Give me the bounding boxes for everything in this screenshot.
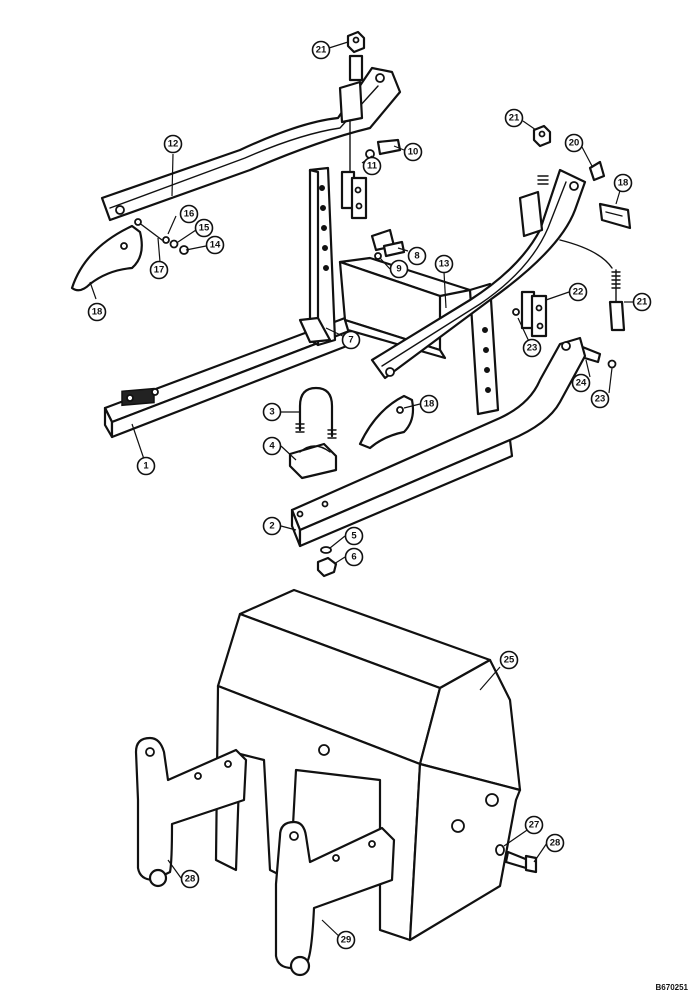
- svg-text:3: 3: [269, 407, 274, 418]
- callout-1: 1: [136, 456, 156, 476]
- svg-text:6: 6: [351, 552, 356, 563]
- callout-3: 3: [262, 402, 282, 422]
- callout-11: 11: [362, 156, 382, 176]
- cross-frame: [338, 256, 500, 416]
- callout-18-left: 18: [87, 302, 107, 322]
- link-bracket: [512, 290, 548, 338]
- threaded-rod-right: [559, 239, 626, 332]
- svg-text:21: 21: [316, 45, 327, 56]
- upper-left-arm: [100, 66, 402, 222]
- callout-25: 25: [499, 650, 519, 670]
- svg-text:18: 18: [618, 178, 629, 189]
- pin-and-washers-left: [134, 218, 189, 255]
- svg-text:28: 28: [185, 874, 196, 885]
- callout-6: 6: [344, 547, 364, 567]
- callout-7: 7: [341, 330, 361, 350]
- svg-text:18: 18: [92, 307, 103, 318]
- svg-text:14: 14: [210, 240, 221, 251]
- svg-text:18: 18: [424, 399, 435, 410]
- callout-2: 2: [262, 516, 282, 536]
- callout-8: 8: [407, 246, 427, 266]
- left-counterweight-bracket: [134, 736, 248, 888]
- left-vertical-post: [298, 166, 337, 347]
- svg-text:29: 29: [341, 935, 352, 946]
- callout-21: 21: [311, 40, 331, 60]
- callout-23-center: 23: [522, 338, 542, 358]
- svg-text:1: 1: [143, 461, 149, 472]
- svg-text:21: 21: [509, 113, 520, 124]
- callout-12: 12: [163, 134, 183, 154]
- svg-text:25: 25: [504, 655, 515, 666]
- callout-5: 5: [344, 526, 364, 546]
- left-hook-plate: [70, 224, 143, 292]
- callout-29: 29: [336, 930, 356, 950]
- callout-16: 16: [179, 204, 199, 224]
- svg-text:23: 23: [527, 343, 538, 354]
- callout-24: 24: [571, 373, 591, 393]
- svg-text:13: 13: [439, 259, 450, 270]
- callout-14: 14: [205, 235, 225, 255]
- counterweight-block: [214, 588, 522, 942]
- callout-17: 17: [149, 260, 169, 280]
- u-bolt: [295, 386, 337, 439]
- washer-nut: [316, 546, 338, 578]
- svg-text:7: 7: [348, 335, 353, 346]
- callout-20: 20: [564, 133, 584, 153]
- counterweight-bolt: [495, 844, 538, 874]
- callout-18-top-right: 18: [613, 173, 633, 193]
- svg-text:8: 8: [414, 251, 419, 262]
- callout-4: 4: [262, 436, 282, 456]
- callout-15: 15: [194, 218, 214, 238]
- svg-text:23: 23: [595, 394, 606, 405]
- callout-21-far-right: 21: [632, 292, 652, 312]
- svg-text:12: 12: [168, 139, 179, 150]
- svg-text:5: 5: [351, 531, 357, 542]
- svg-text:24: 24: [576, 378, 587, 389]
- latch-pin: [588, 160, 632, 230]
- svg-text:16: 16: [184, 209, 195, 220]
- svg-text:15: 15: [199, 223, 210, 234]
- svg-text:20: 20: [569, 138, 580, 149]
- right-lower-bar: [290, 336, 587, 548]
- right-counterweight-bracket: [274, 820, 396, 977]
- clamp-block: [288, 442, 338, 480]
- callout-9: 9: [389, 259, 409, 279]
- svg-text:11: 11: [367, 161, 378, 172]
- callout-13: 13: [434, 254, 454, 274]
- upper-nut-left: [346, 30, 366, 82]
- svg-text:27: 27: [529, 820, 540, 831]
- svg-text:2: 2: [269, 521, 274, 532]
- svg-text:4: 4: [269, 441, 275, 452]
- svg-text:17: 17: [154, 265, 165, 276]
- callout-23-right: 23: [590, 389, 610, 409]
- bracket-bolt: [370, 228, 406, 260]
- upper-nut-right: [532, 124, 552, 185]
- callout-27: 27: [524, 815, 544, 835]
- callout-10: 10: [403, 142, 423, 162]
- svg-text:21: 21: [637, 297, 648, 308]
- center-hook-plate: [358, 394, 415, 450]
- drawing-reference-code: B670251: [655, 983, 688, 992]
- svg-text:28: 28: [550, 838, 561, 849]
- callout-18-center: 18: [419, 394, 439, 414]
- callout-28-right: 28: [545, 833, 565, 853]
- svg-text:9: 9: [396, 264, 401, 275]
- svg-text:10: 10: [408, 147, 419, 158]
- bolt-washer-center: [365, 138, 402, 159]
- callout-21-right: 21: [504, 108, 524, 128]
- svg-text:22: 22: [573, 287, 584, 298]
- upper-right-arm: [370, 168, 587, 380]
- callout-28-left: 28: [180, 869, 200, 889]
- callout-22: 22: [568, 282, 588, 302]
